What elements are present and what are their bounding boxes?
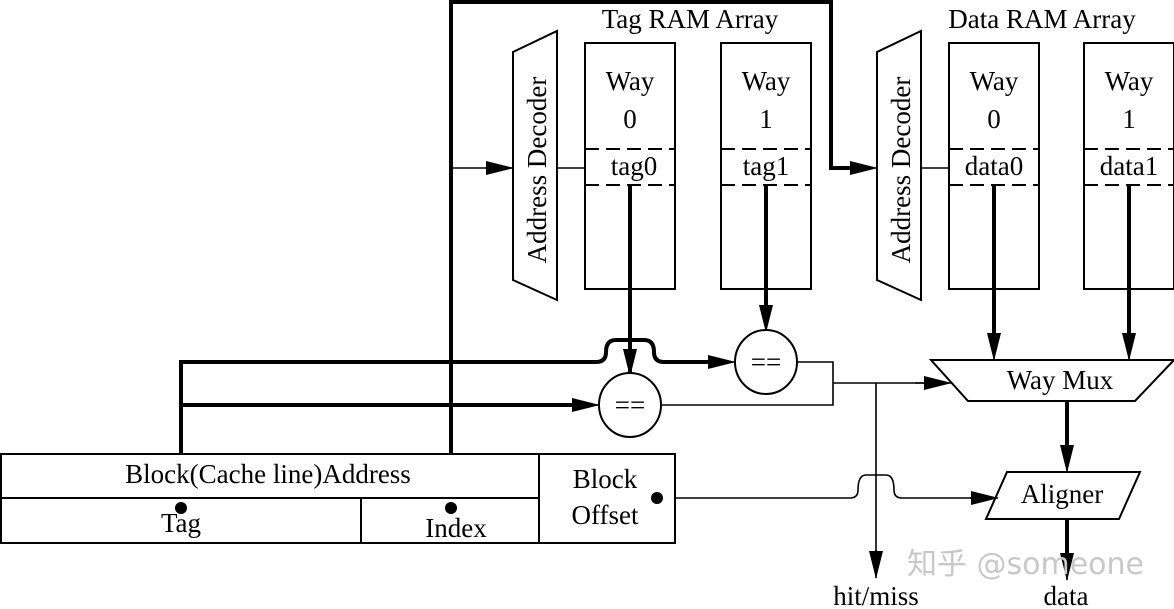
aligner-label: Aligner (1021, 479, 1103, 509)
data-decoder-label: Address Decoder (886, 77, 916, 264)
data-address-decoder (876, 29, 922, 302)
data-ram-title: Data RAM Array (948, 4, 1136, 34)
block-address-label: Block(Cache line)Address (125, 459, 411, 489)
tag-decoder-label: Address Decoder (522, 77, 552, 264)
index-tap-dot (445, 502, 457, 514)
tag-bus-to-comparator-1 (179, 338, 712, 532)
way-mux (928, 359, 1174, 402)
comparator-0-label: == (615, 390, 645, 420)
offset-tap-dot (651, 492, 663, 504)
tag-way-0-number: 0 (623, 104, 637, 134)
tag-tap-dot (175, 502, 187, 514)
data-way-1-number: 1 (1122, 104, 1136, 134)
tag-way-1-label: Way (742, 66, 791, 96)
way-mux-label: Way Mux (1007, 365, 1114, 395)
data-way-1-label: Way (1105, 66, 1154, 96)
data0-entry: data0 (965, 151, 1023, 181)
tag0-entry: tag0 (611, 151, 658, 181)
data-way-0-label: Way (970, 66, 1019, 96)
block-offset-label-2: Offset (572, 500, 639, 530)
tag-way-1-number: 1 (759, 104, 773, 134)
offset-line (657, 474, 980, 499)
hit-miss-label: hit/miss (833, 581, 919, 609)
index-field-label: Index (425, 513, 487, 543)
data-way-0-number: 0 (987, 104, 1001, 134)
tag-ram-title: Tag RAM Array (602, 4, 779, 34)
tag1-entry: tag1 (743, 151, 790, 181)
tag-address-decoder (512, 29, 558, 302)
index-bus (449, 0, 858, 508)
tag-way-0-label: Way (606, 66, 655, 96)
data1-entry: data1 (1100, 151, 1158, 181)
block-offset-label-1: Block (573, 464, 638, 494)
watermark: 知乎 @someone (907, 547, 1144, 582)
data-output-label: data (1044, 581, 1089, 609)
comparator-1-label: == (751, 347, 781, 377)
